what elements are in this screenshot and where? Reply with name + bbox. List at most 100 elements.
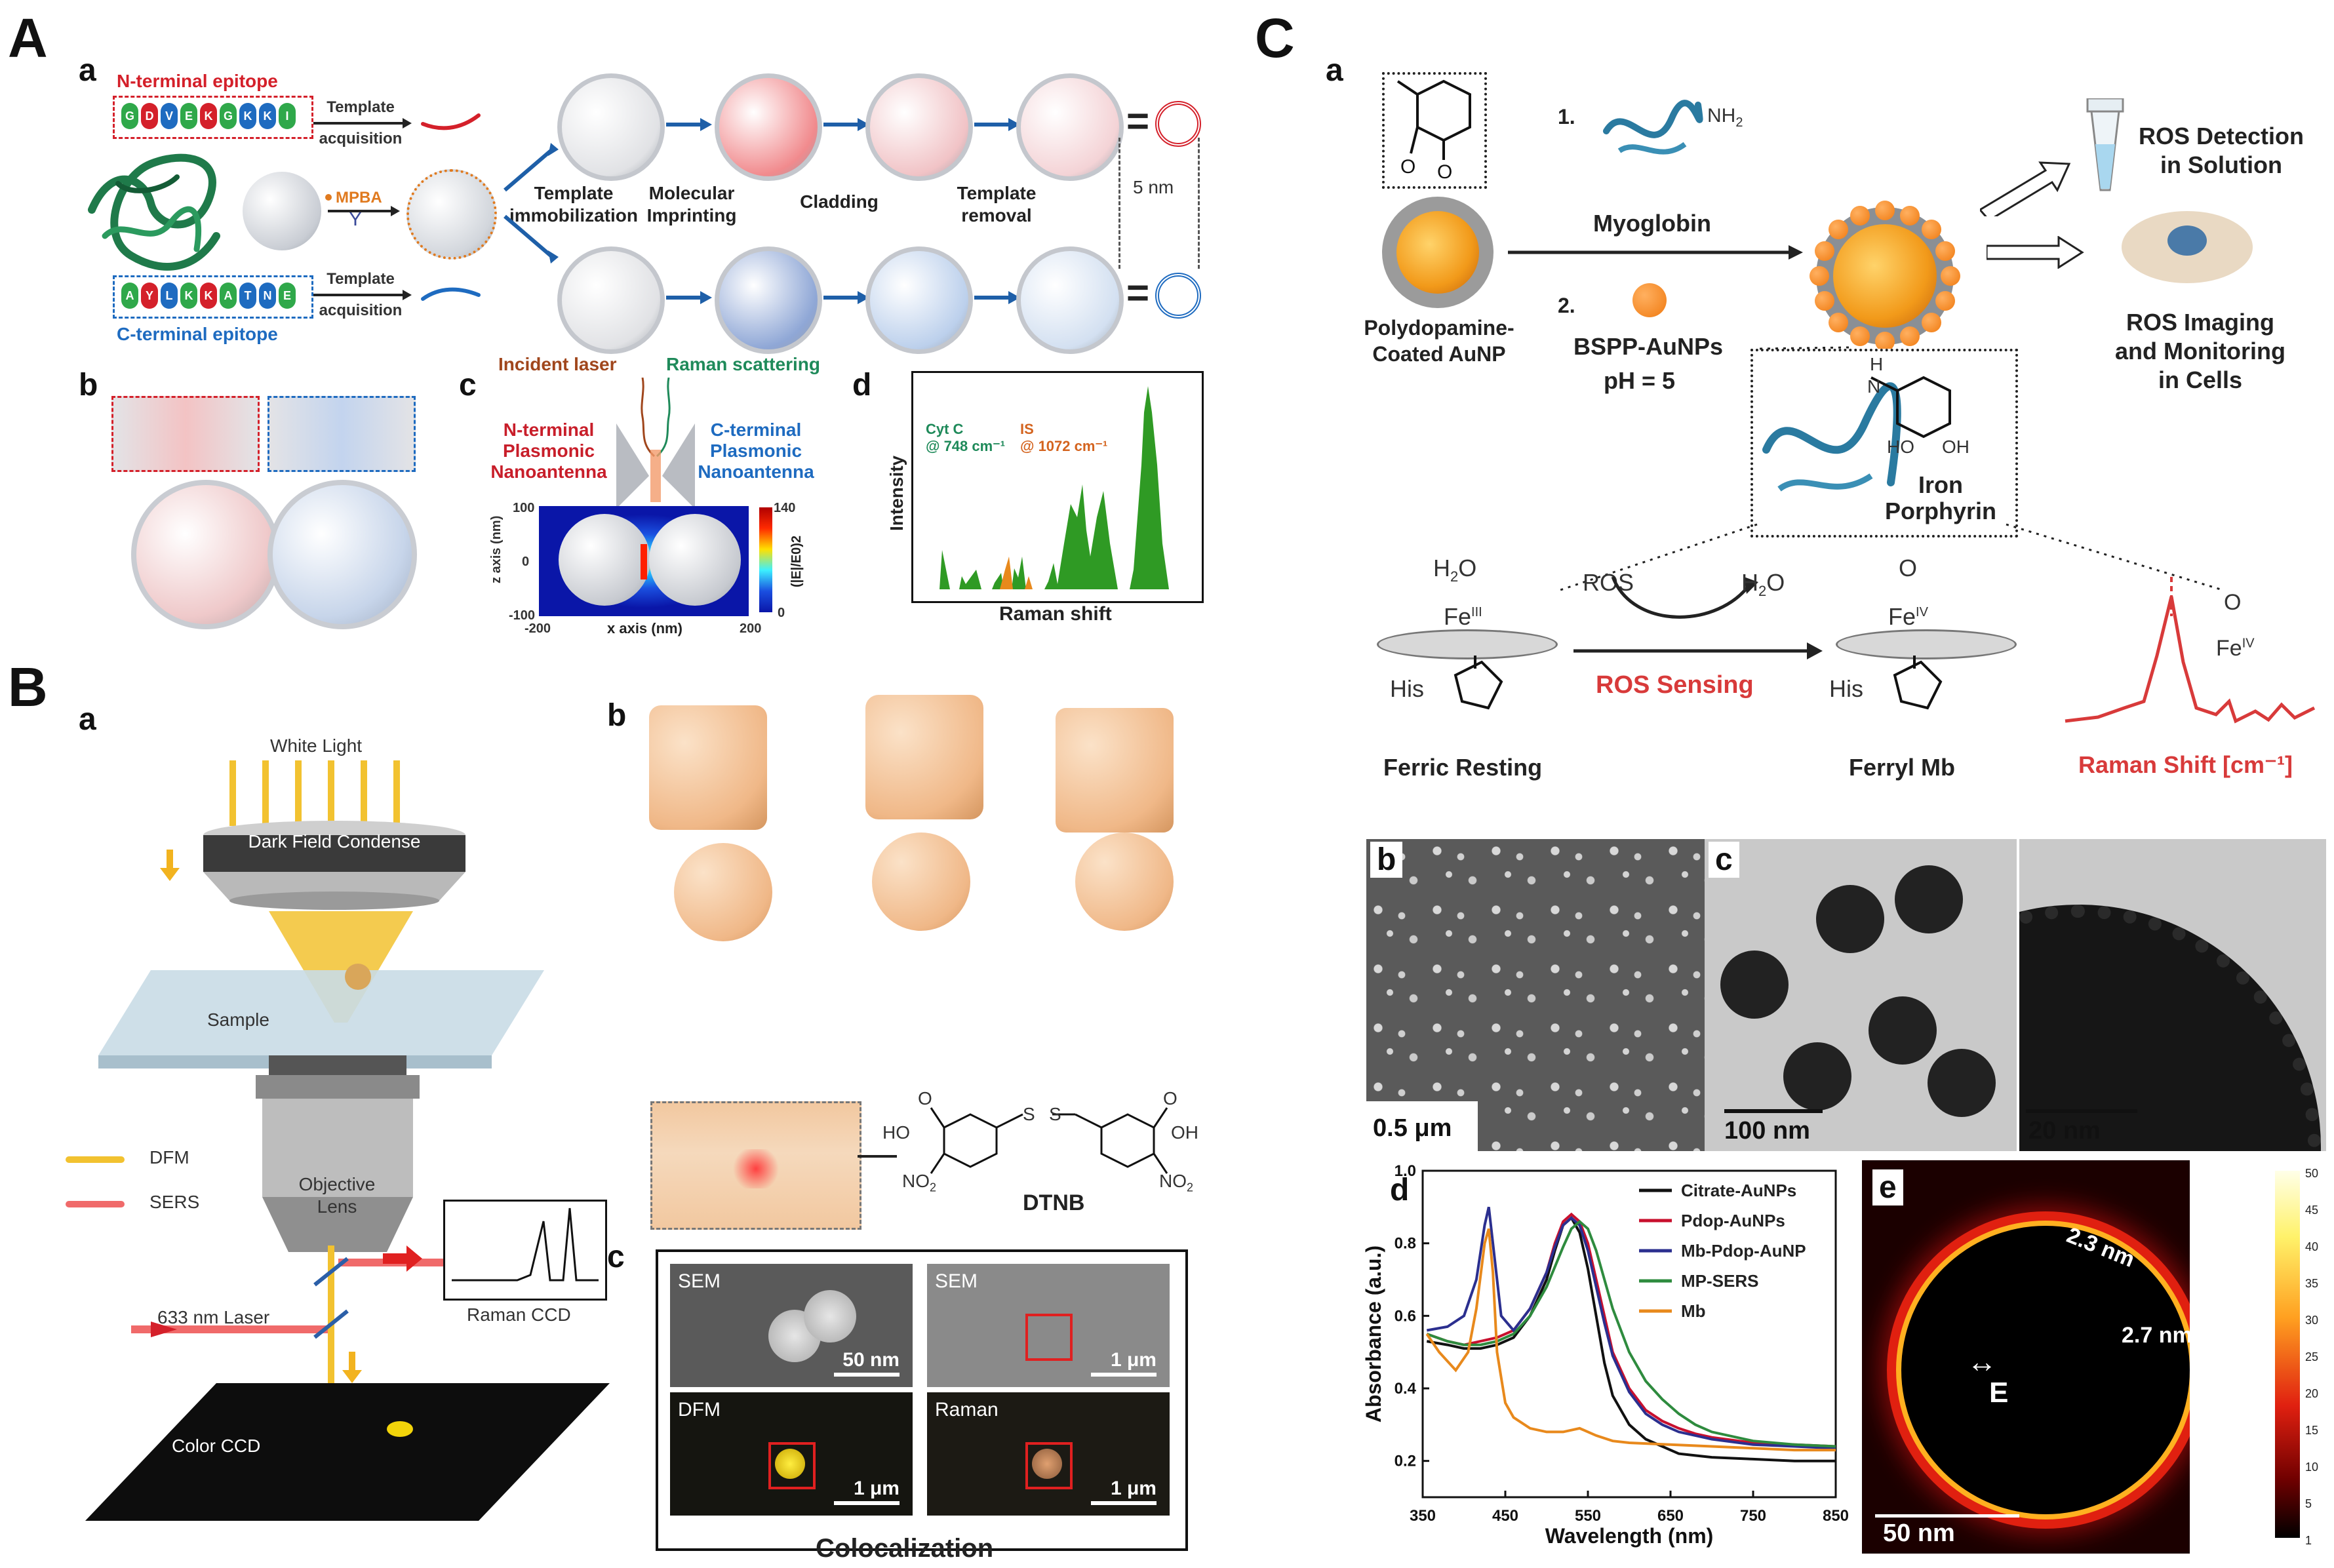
au-satellite [1849,205,1870,225]
colocalization-label: Colocalization [816,1534,994,1563]
top-row-step-arrow [823,118,869,131]
coloc-tile-label: SEM [935,1270,978,1292]
top-row-step-arrow [974,118,1020,131]
au-satellite [1941,266,1960,286]
red-selection-box [1025,1314,1073,1361]
subpanel-c-c: c [1709,842,1739,878]
ferric-resting-label: Ferric Resting [1383,754,1543,781]
z-tick-bottom: -100 [509,608,536,623]
coloc-tile-2: SEM 1 μm [927,1264,1170,1387]
tube-icon [2086,98,2124,191]
legend-label-Pdop-AuNPs: Pdop-AuNPs [1681,1211,1785,1230]
au-satellite [1829,312,1849,332]
cube-particle-3 [1056,708,1174,833]
legend-label-Mb: Mb [1681,1301,1706,1321]
y-linker-icon: Y [349,208,363,230]
tem-large-core [2019,905,2321,1151]
sers-legend-line [66,1201,125,1207]
colorbar-min: 0 [778,606,785,620]
svg-text:O: O [1400,156,1415,178]
au-satellite [1935,241,1956,261]
colorbar-label: (|E|/E0)2 [789,536,804,587]
tem-particle-5 [1783,1042,1851,1110]
coloc-tile-scale: 50 nm [842,1349,900,1371]
five-nm-label: 5 nm [1133,177,1174,197]
coloc-tile-scale: 1 μm [1110,1349,1157,1371]
acquisition-top-label: acquisition [319,130,403,147]
dtnb-o-right: O [1163,1088,1177,1108]
y-tick-label: 0.8 [1394,1235,1416,1253]
e-colorbar-tick: 50 [2305,1167,2319,1180]
e-colorbar-tick: 25 [2305,1350,2319,1363]
step-cladding-label: Cladding [800,191,879,212]
template-acq-top-label: Template [326,98,395,116]
au-satellite [1921,220,1941,240]
equals-bottom: = [1126,271,1150,315]
bottom-row-sphere-2 [715,246,822,354]
imprinted-ring-red [1155,101,1201,147]
e-colorbar-tick: 30 [2305,1314,2319,1327]
particle-spot [1032,1449,1062,1479]
red-template-squiggle [421,113,481,130]
arrow-to-functionalized [328,206,400,216]
e-colorbar-tick: 1 [2305,1534,2312,1547]
au-satellite [1829,220,1849,240]
zoom-connector [858,1155,897,1158]
bottom-row-step-arrow [666,291,712,304]
scale-e: 50 nm [1883,1519,1955,1547]
nh2-label: NH2 [1707,105,1743,130]
bottom-row-step-arrow [974,291,1020,304]
coloc-tile-scale-bar [1091,1501,1157,1505]
ros-label: ROS [1583,569,1634,596]
au-satellite [1935,291,1956,311]
down-arrow-yellow [160,850,180,881]
iron-porphyrin-inset [1750,349,2018,538]
ros-sensing-label: ROS Sensing [1596,671,1754,699]
top-row-step-arrow [666,118,712,131]
au-satellite [1900,326,1920,347]
subpanel-c-a: a [1326,53,1343,88]
hotspot-glow [730,1149,782,1188]
pdop-coated-aunp [1382,197,1493,308]
e-colorbar-tick: 10 [2305,1460,2319,1474]
acquisition-bottom-label: acquisition [319,302,403,319]
panel-letter-c: C [1255,7,1295,69]
h2o-left: H2O [1433,555,1477,585]
top-row-sphere-2 [715,73,822,181]
spectrum-frame [911,371,1204,603]
step2-label: 2. [1558,294,1575,317]
coloc-tile-label: DFM [678,1399,721,1421]
his-right-label: His [1829,675,1863,702]
legend-label-Mb-Pdop-AuNP: Mb-Pdop-AuNP [1681,1241,1806,1261]
field-map-hotspot [641,544,647,579]
incident-laser-label: Incident laser [498,354,617,374]
step1-label: 1. [1558,105,1575,128]
is-annotation: IS@ 1072 cm⁻¹ [1020,421,1108,454]
au-satellite [1921,312,1941,332]
arrow-template-top [313,118,412,128]
ros-sensing-arrow [1573,642,1823,659]
n-epitope-residue: E [180,103,197,129]
x-tick-label: 750 [1740,1507,1766,1525]
field-map-sphere-left [559,514,650,606]
pdop-aunp-label: Polydopamine-Coated AuNP [1364,316,1514,366]
mpba-label: MPBA [336,189,382,206]
panel-letter-b: B [8,656,48,718]
raman-peak-spectrum [2065,577,2316,724]
raman-spectrum [920,386,1195,589]
imidazole-right [1893,656,1943,710]
svg-text:O: O [1437,161,1452,183]
mb-catechol-illustration [1762,376,1951,492]
c-epitope-residue: E [279,283,296,309]
field-ring-map: e 2.3 nm 2.7 nm E ↔ 50 nm [1862,1160,2190,1554]
coloc-tile-scale: 1 μm [1110,1478,1157,1499]
bspp-aunp-dot [1632,283,1667,317]
x-tick-left: -200 [524,621,551,636]
fe-spec-label: FeIV [2216,636,2255,661]
intensity-label: Intensity [886,455,907,531]
c-epitope-residue: L [161,283,178,309]
subpanel-b-b: b [607,698,627,733]
arrow-template-bottom [313,290,412,300]
